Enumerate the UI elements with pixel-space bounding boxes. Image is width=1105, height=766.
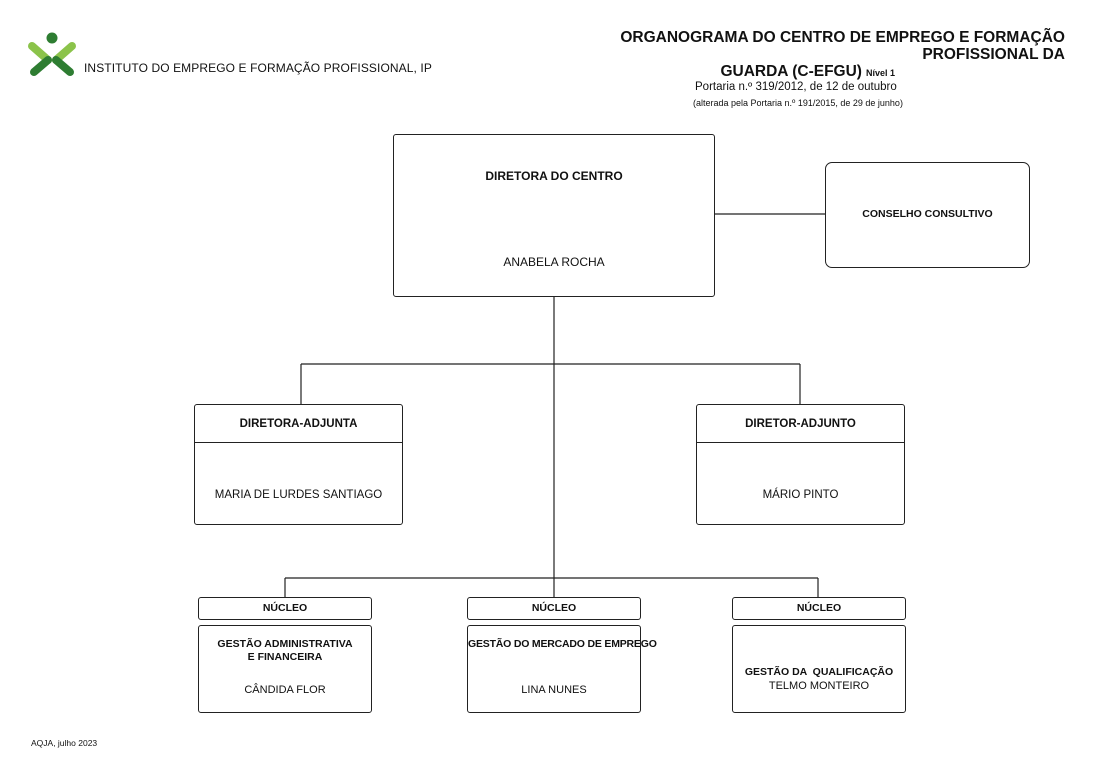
title-line-1: ORGANOGRAMA DO CENTRO DE EMPREGO E FORMA… <box>620 29 1065 63</box>
deputy-role: DIRETOR-ADJUNTO <box>745 418 856 430</box>
nucleo-label-box: NÚCLEO <box>198 597 372 620</box>
nucleo-box: GESTÃO DA QUALIFICAÇÃO TELMO MONTEIRO <box>732 625 906 713</box>
level-label: Nível 1 <box>865 68 895 78</box>
deputy-name: MÁRIO PINTO <box>762 489 839 501</box>
deputy-box-left: DIRETORA-ADJUNTA MARIA DE LURDES SANTIAG… <box>194 404 403 525</box>
title-unit: GUARDA (C-EFGU) <box>720 63 862 80</box>
nucleo-head-name: TELMO MONTEIRO <box>768 680 870 692</box>
nucleo-title-line-1: GESTÃO DO MERCADO DE EMPREGO <box>468 638 657 650</box>
divider <box>195 442 402 443</box>
nucleo-box: GESTÃO ADMINISTRATIVA E FINANCEIRA CÂNDI… <box>198 625 372 713</box>
footer-note: AQJA, julho 2023 <box>31 738 98 748</box>
legal-reference: Portaria n.º 319/2012, de 12 de outubro <box>695 81 897 93</box>
nucleo-head-name: LINA NUNES <box>521 684 587 696</box>
deputy-role: DIRETORA-ADJUNTA <box>239 418 358 430</box>
nucleo-label: NÚCLEO <box>796 602 842 614</box>
council-name: CONSELHO CONSULTIVO <box>862 208 993 220</box>
deputy-box-right: DIRETOR-ADJUNTO MÁRIO PINTO <box>696 404 905 525</box>
nucleo-box: GESTÃO DO MERCADO DE EMPREGO LINA NUNES <box>467 625 657 713</box>
nucleo-label: NÚCLEO <box>262 602 308 614</box>
deputy-name: MARIA DE LURDES SANTIAGO <box>214 489 383 501</box>
director-role: DIRETORA DO CENTRO <box>485 169 623 183</box>
director-name: ANABELA ROCHA <box>503 255 605 269</box>
nucleo-title: GESTÃO ADMINISTRATIVA E FINANCEIRA <box>199 638 371 664</box>
divider <box>697 442 904 443</box>
nucleo-label-box: NÚCLEO <box>732 597 906 620</box>
nucleo-title-line-2: E FINANCEIRA <box>247 651 323 663</box>
nucleo-title: GESTÃO DO MERCADO DE EMPREGO <box>468 638 657 651</box>
iefp-logo-icon <box>28 32 76 76</box>
nucleo-title: GESTÃO DA QUALIFICAÇÃO <box>733 640 905 705</box>
nucleo-label-box: NÚCLEO <box>467 597 641 620</box>
nucleo-label: NÚCLEO <box>531 602 577 614</box>
council-box: CONSELHO CONSULTIVO <box>825 162 1030 268</box>
organization-name: INSTITUTO DO EMPREGO E FORMAÇÃO PROFISSI… <box>84 61 432 75</box>
legal-reference-note: (alterada pela Portaria n.º 191/2015, de… <box>693 98 903 108</box>
chart-title: ORGANOGRAMA DO CENTRO DE EMPREGO E FORMA… <box>520 29 1065 82</box>
nucleo-title-line-1: GESTÃO DA QUALIFICAÇÃO <box>744 666 894 678</box>
title-line-2: GUARDA (C-EFGU)Nível 1 <box>520 63 1065 82</box>
nucleo-head-name: CÂNDIDA FLOR <box>244 684 326 696</box>
director-box: DIRETORA DO CENTRO ANABELA ROCHA <box>393 134 715 297</box>
nucleo-title-line-1: GESTÃO ADMINISTRATIVA <box>217 638 353 650</box>
